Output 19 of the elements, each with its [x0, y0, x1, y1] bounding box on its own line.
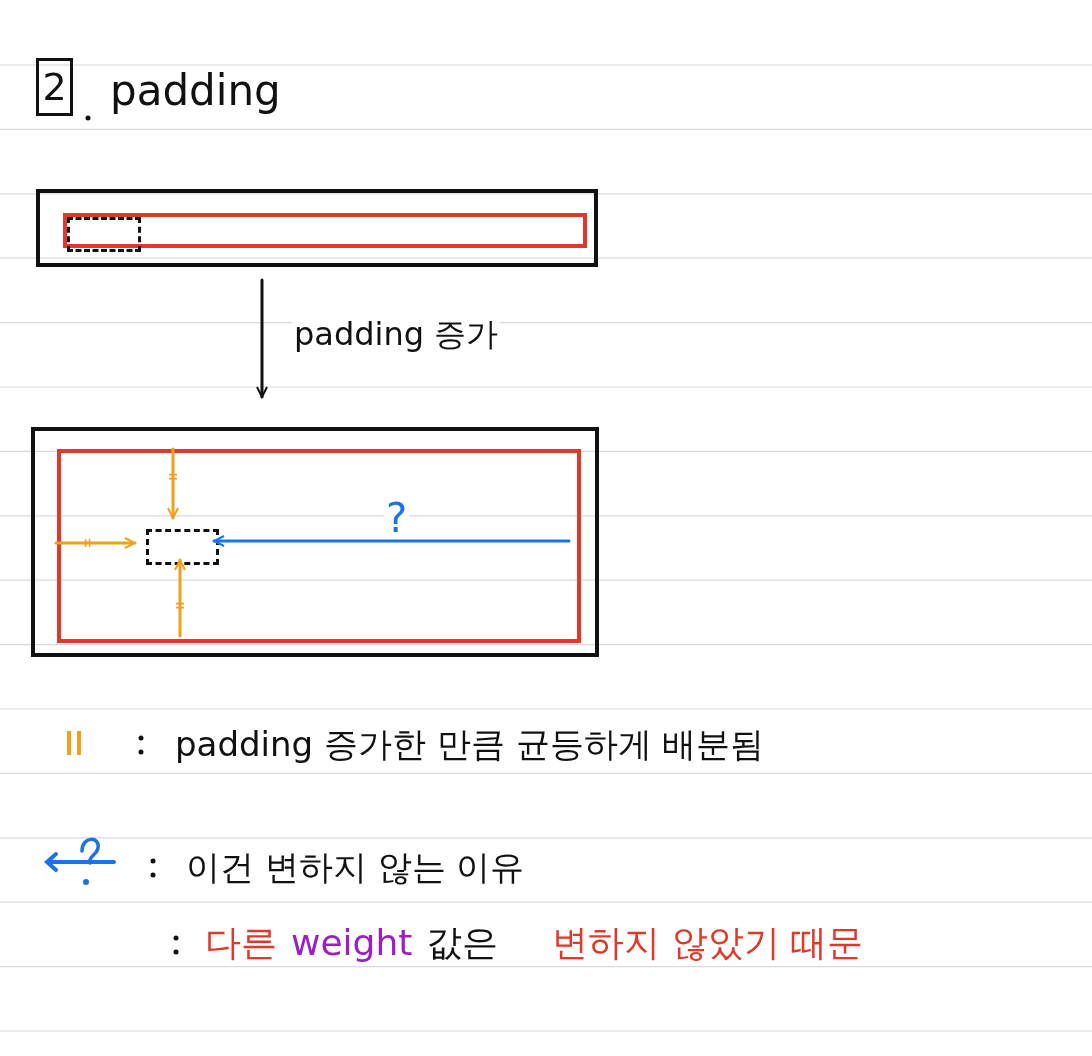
title: padding: [110, 70, 281, 112]
arrow: [54, 537, 137, 549]
note-text: 다른: [205, 925, 277, 961]
content-box: [67, 217, 141, 252]
number-box: 2: [36, 58, 73, 116]
outer-box: [36, 189, 598, 267]
arrow: [212, 535, 571, 547]
note-text: 값은: [426, 925, 499, 961]
legend-text: padding 증가한 만큼 균등하게 배분됨: [175, 727, 765, 761]
edge-label: padding 증가: [292, 318, 501, 350]
padding-box: [57, 449, 581, 643]
arrow: [174, 558, 186, 638]
outer-box: [31, 427, 599, 657]
content-box: [146, 529, 219, 565]
arrow: [256, 278, 268, 399]
note-text: 변하지 않았기 때문: [552, 925, 864, 961]
legend-text: 이건 변하지 않는 이유: [186, 850, 525, 884]
note-text: weight: [291, 925, 413, 961]
arrow: [167, 447, 179, 520]
